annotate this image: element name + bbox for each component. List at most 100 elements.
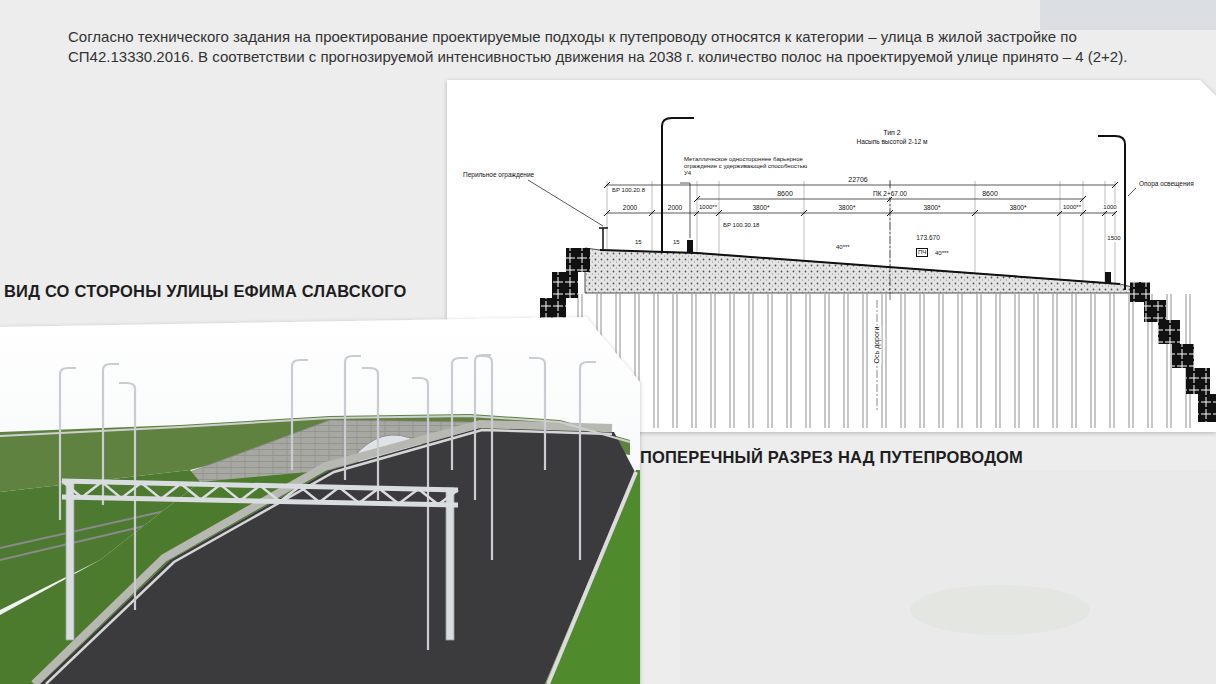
dimension-tick (972, 210, 978, 216)
barrier (687, 240, 693, 253)
railing (599, 227, 608, 229)
panel-caption: ВИД СО СТОРОНЫ УЛИЦЫ ЕФИМА СЛАВСКОГО (4, 282, 407, 301)
axis-label: Ось дороги (873, 326, 881, 365)
drawing-subtitle: Насыпь высотой 2-12 м (855, 138, 928, 145)
extension-line (1083, 181, 1084, 280)
dimension-tick (1080, 196, 1086, 202)
faint-photo (910, 585, 1090, 635)
pile (939, 294, 943, 428)
dimension: 2000 (622, 204, 638, 211)
pile (1167, 294, 1171, 428)
pile (901, 294, 905, 428)
drawing-title: Тип 2 (882, 129, 902, 137)
extension-line (1115, 181, 1116, 283)
pile (1015, 294, 1019, 428)
view-panel: ВИД СО СТОРОНЫ УЛИЦЫ ЕФИМА СЛАВСКОГО (0, 282, 640, 684)
dimension: 3800* (923, 204, 942, 211)
dimension-tick (716, 210, 722, 216)
gabion (1158, 320, 1180, 344)
point-mark: ПЧ (916, 248, 928, 257)
faint-photo (1040, 0, 1216, 30)
pile (844, 294, 848, 428)
pile (749, 294, 753, 428)
gabions (540, 248, 1216, 422)
slope-value: 40*** (835, 244, 851, 251)
dimension: 3800* (752, 204, 771, 211)
dimension-tick (1112, 210, 1118, 216)
leader-line (1128, 188, 1136, 196)
road-surface (600, 250, 1120, 284)
pile (673, 294, 677, 428)
lamp-post (412, 378, 428, 650)
dimension-tick (1057, 210, 1063, 216)
dimension-tick (649, 210, 655, 216)
dimension: 1000 (1102, 204, 1117, 211)
pile (730, 294, 734, 428)
dimension: 1000** (1062, 204, 1082, 211)
pile (958, 294, 962, 428)
pile (863, 294, 867, 428)
lamp-post (529, 358, 545, 470)
extension-line (804, 181, 805, 260)
panel (0, 317, 640, 684)
view-panel: ПОПЕРЕЧНЫЙ РАЗРЕЗ НАД ПУТЕПРОВОДОМ (447, 80, 1216, 472)
dimension-tick (1102, 210, 1108, 216)
gabion (1144, 300, 1166, 322)
dimension: 22706 (847, 176, 868, 184)
note-text: Согласно технического задания на проекти… (68, 27, 1193, 67)
dimension-tick (1080, 210, 1086, 216)
lamp-post (476, 356, 492, 560)
pile (996, 294, 1000, 428)
barrier (46, 430, 612, 684)
pile (1129, 294, 1133, 428)
barrier (548, 472, 636, 684)
callout-text: Опора освещения (1138, 180, 1195, 187)
extension-line (1105, 181, 1106, 282)
gabion (566, 248, 590, 272)
dimension-tick (694, 210, 700, 216)
lighting-pole (1098, 136, 1125, 290)
pile (1072, 294, 1076, 428)
dimension: 1000** (698, 204, 718, 211)
callout-text: БР 100.30.18 (722, 222, 760, 229)
extension-line (607, 181, 608, 249)
dimension: 3800* (1009, 204, 1028, 211)
pile (768, 294, 772, 428)
sidewalk (34, 424, 612, 684)
pile (787, 294, 791, 428)
railing (0, 416, 630, 442)
callout-text: Перильное ограждение (462, 171, 535, 178)
gabion (1172, 344, 1194, 368)
slope-value: 15 (634, 239, 643, 246)
dimension-tick (604, 210, 610, 216)
panel-caption: ПОПЕРЕЧНЫЙ РАЗРЕЗ НАД ПУТЕПРОВОДОМ (640, 448, 1023, 467)
gabion (1198, 394, 1216, 422)
embankment-fill (585, 248, 1140, 293)
gabion (540, 298, 566, 320)
gantry-post (66, 482, 74, 640)
lamp-post (345, 356, 361, 480)
railing (602, 228, 604, 250)
pile (1091, 294, 1095, 428)
extension-line (652, 181, 653, 251)
callout-text: Металлическое одностороннее барьерное ог… (683, 156, 813, 177)
lamp-post (362, 368, 378, 500)
gantry-post (446, 488, 454, 640)
pile (1034, 294, 1038, 428)
barrier (1105, 272, 1111, 284)
lamp-post (452, 358, 468, 470)
slope-value: 15 (672, 239, 681, 246)
leader-line (528, 180, 603, 226)
extension-line (697, 181, 698, 252)
pile (711, 294, 715, 428)
grass (545, 470, 640, 684)
callout-text: БР 100.20.8 (611, 187, 646, 194)
gabion (1130, 282, 1150, 302)
dimension: 3800* (838, 204, 857, 211)
gantry-truss (62, 481, 458, 505)
pile (825, 294, 829, 428)
dimension-line (607, 213, 1115, 214)
dimension: 8600 (981, 190, 999, 198)
